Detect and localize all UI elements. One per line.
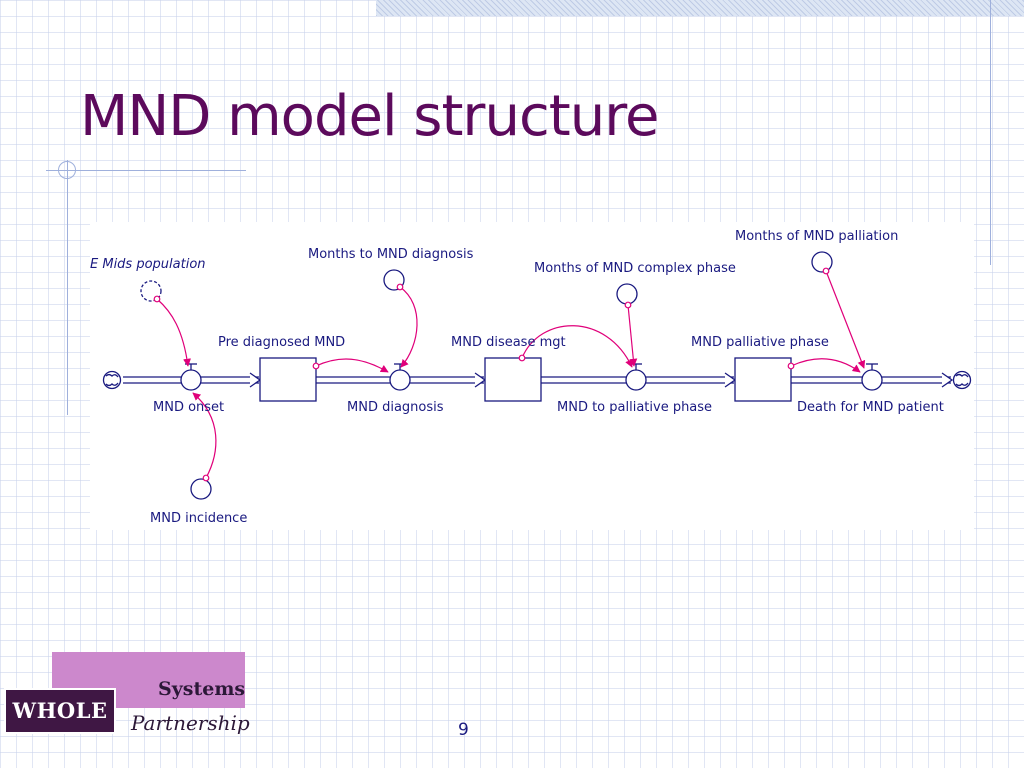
slide-title: MND model structure <box>80 84 659 149</box>
source-cloud-icon <box>102 370 122 390</box>
title-rule-circle-icon <box>58 161 76 179</box>
connector-origin-dots <box>153 267 830 482</box>
valve-mnd-onset[interactable] <box>180 363 202 391</box>
label-months-to-mnd-diagnosis: Months to MND diagnosis <box>308 247 474 262</box>
connector-complex-phase-to-palliative <box>627 304 638 367</box>
page-number: 9 <box>458 720 469 740</box>
connector-disease-mgt-to-palliative <box>521 325 633 368</box>
connectors <box>156 270 866 479</box>
connector-population-to-onset <box>156 298 191 367</box>
flow-pipes <box>123 372 954 388</box>
valve-death-for-mnd-patient[interactable] <box>861 363 883 391</box>
label-mnd-to-palliative-phase: MND to palliative phase <box>557 400 712 415</box>
connector-palliative-to-death <box>790 358 861 373</box>
valve-mnd-to-palliative-phase[interactable] <box>625 363 647 391</box>
stock-pre-diagnosed-mnd[interactable] <box>259 357 317 402</box>
title-rule-horizontal <box>46 170 246 171</box>
label-mnd-disease-mgt: MND disease mgt <box>451 335 566 350</box>
stock-mnd-disease-mgt[interactable] <box>484 357 542 402</box>
title-rule-vertical <box>67 160 68 415</box>
label-death-for-mnd-patient: Death for MND patient <box>797 400 944 415</box>
right-decorative-rule <box>990 0 991 265</box>
label-e-mids-population: E Mids population <box>90 257 206 272</box>
logo-text-systems: Systems <box>158 678 246 700</box>
logo-text-whole: WHOLE <box>4 688 116 734</box>
connector-incidence-to-onset <box>192 392 217 479</box>
label-months-of-mnd-complex-phase: Months of MND complex phase <box>534 261 736 276</box>
connector-pre-diagnosed-to-diagnosis <box>315 358 389 373</box>
label-pre-diagnosed-mnd: Pre diagnosed MND <box>218 335 345 350</box>
label-mnd-incidence: MND incidence <box>150 511 247 526</box>
top-decorative-band <box>376 0 1024 16</box>
aux-mnd-incidence[interactable] <box>190 478 212 500</box>
connector-palliation-to-death <box>825 270 866 369</box>
logo-text-partnership: Partnership <box>131 711 250 735</box>
stock-mnd-palliative-phase[interactable] <box>734 357 792 402</box>
label-mnd-palliative-phase: MND palliative phase <box>691 335 829 350</box>
aux-months-of-mnd-palliation[interactable] <box>811 251 833 273</box>
label-mnd-diagnosis: MND diagnosis <box>347 400 444 415</box>
connector-months-diagnosis-to-diagnosis <box>399 286 418 368</box>
aux-months-of-mnd-complex-phase[interactable] <box>616 283 638 305</box>
label-months-of-mnd-palliation: Months of MND palliation <box>735 229 898 244</box>
label-mnd-onset: MND onset <box>153 400 224 415</box>
sink-cloud-icon <box>952 370 972 390</box>
valve-mnd-diagnosis[interactable] <box>389 363 411 391</box>
